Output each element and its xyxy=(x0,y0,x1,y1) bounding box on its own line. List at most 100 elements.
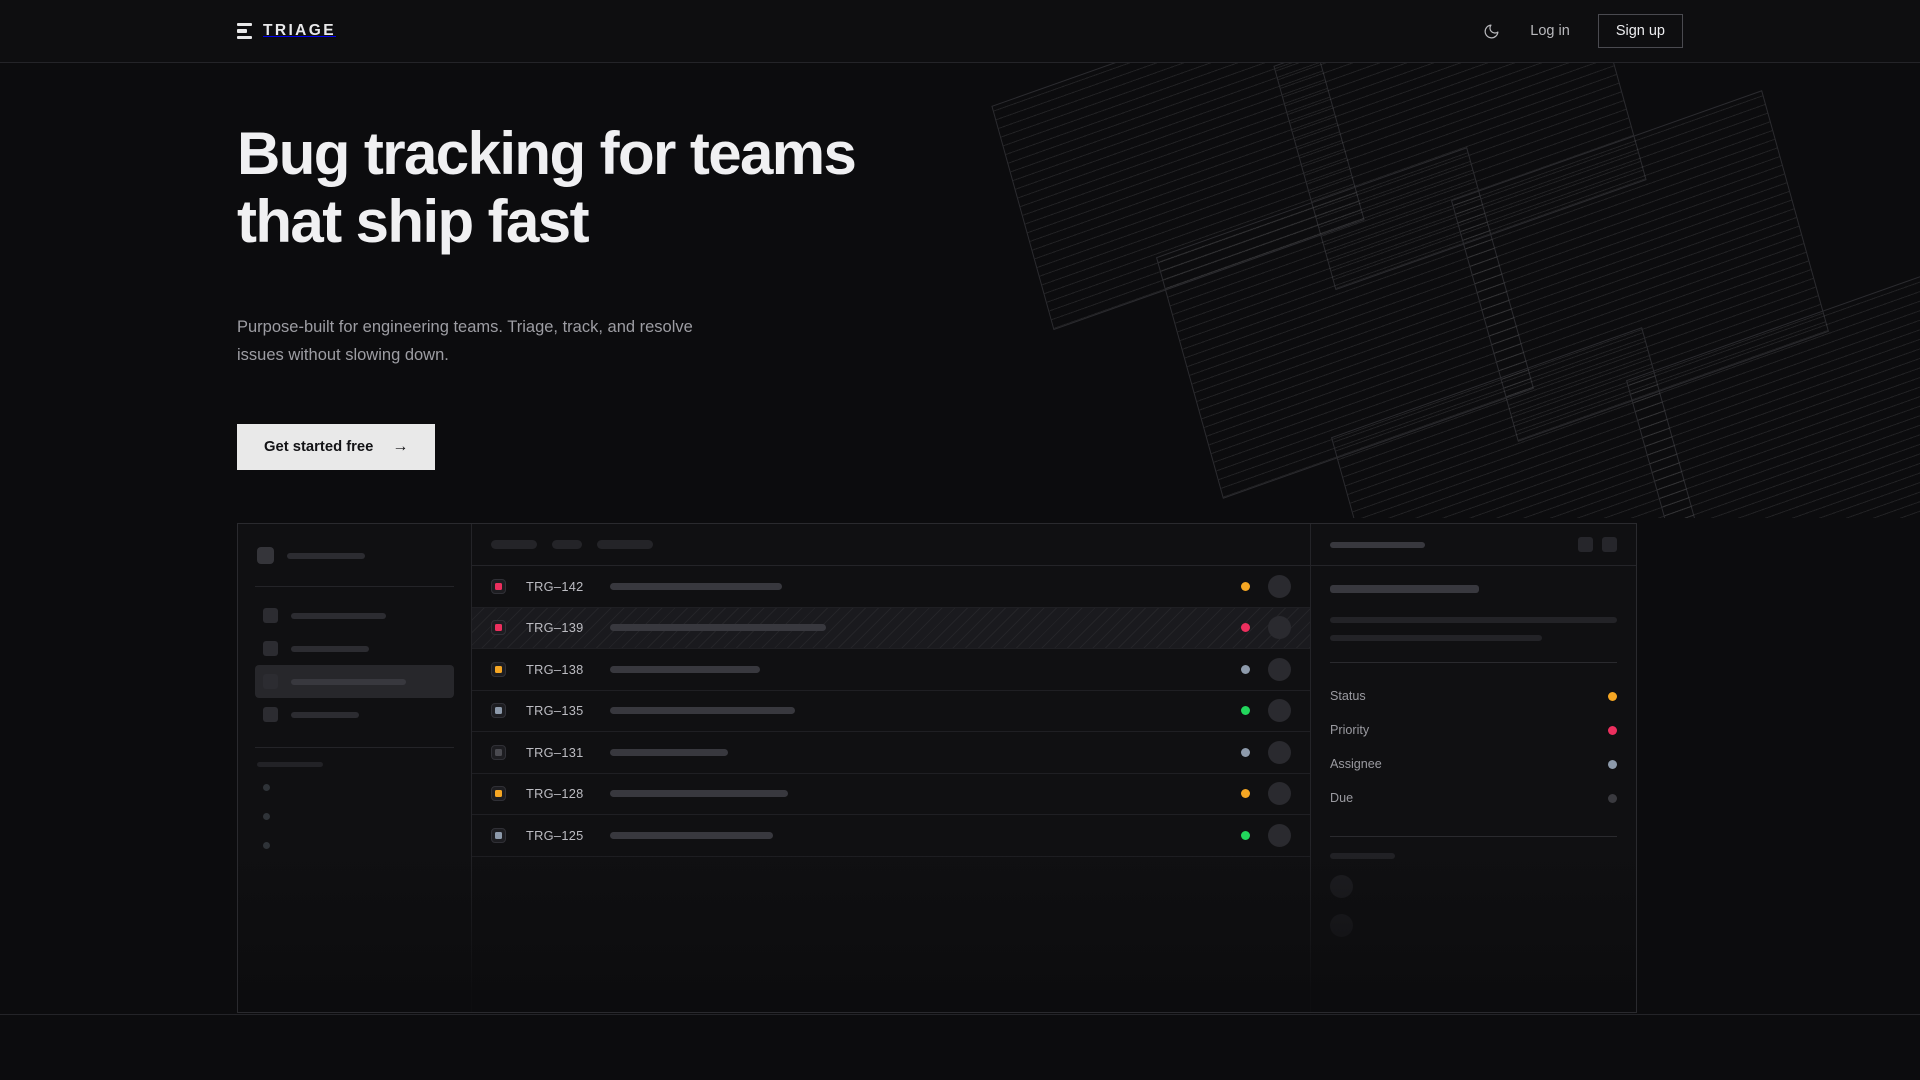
detail-meta-label: Assignee xyxy=(1330,757,1382,771)
avatar[interactable] xyxy=(1268,699,1291,723)
sidebar-item-label-skeleton xyxy=(291,612,386,619)
sidebar-sub-item-3[interactable] xyxy=(255,831,454,860)
workspace-switcher[interactable] xyxy=(255,541,454,570)
sidebar-sub-bullet-icon xyxy=(263,784,270,791)
site-header: TRIAGE Log in Sign up xyxy=(0,0,1920,63)
priority-icon[interactable] xyxy=(491,620,506,636)
status-badge[interactable] xyxy=(1241,623,1250,633)
sidebar-item-2[interactable] xyxy=(255,632,454,665)
issue-row[interactable]: TRG–142 xyxy=(472,566,1310,608)
sidebar-sub-bullet-icon xyxy=(263,842,270,849)
issue-row-meta xyxy=(1241,823,1291,847)
page-title: Bug tracking for teams that ship fast xyxy=(237,120,857,257)
issue-row[interactable]: TRG–125 xyxy=(472,815,1310,857)
detail-action-2-button[interactable] xyxy=(1602,537,1617,552)
status-badge[interactable] xyxy=(1241,664,1250,674)
activity-list xyxy=(1330,875,1617,937)
signup-button[interactable]: Sign up xyxy=(1597,14,1683,48)
priority-icon[interactable] xyxy=(491,661,506,677)
priority-swatch xyxy=(495,748,502,756)
status-badge[interactable] xyxy=(1241,581,1250,591)
sidebar-item-icon xyxy=(263,707,278,722)
sidebar-sub-item-2[interactable] xyxy=(255,802,454,831)
activity-avatar[interactable] xyxy=(1330,875,1353,898)
avatar[interactable] xyxy=(1268,823,1291,847)
issue-row-meta xyxy=(1241,699,1291,723)
issue-title-skeleton xyxy=(610,707,795,715)
sidebar-sub-bullet-icon xyxy=(263,813,270,820)
avatar[interactable] xyxy=(1268,782,1291,806)
sidebar-sub-item-1[interactable] xyxy=(255,773,454,802)
priority-swatch xyxy=(495,624,502,632)
moon-icon[interactable] xyxy=(1480,20,1502,42)
detail-description-skeletons xyxy=(1330,585,1617,641)
sidebar-item-3[interactable] xyxy=(255,665,454,698)
login-link[interactable]: Log in xyxy=(1530,23,1570,39)
issue-row[interactable]: TRG–139 xyxy=(472,607,1310,649)
toolbar-chip-2[interactable] xyxy=(552,540,582,549)
detail-meta-row[interactable]: Priority xyxy=(1330,713,1617,747)
toolbar-chip-1[interactable] xyxy=(491,540,537,549)
avatar[interactable] xyxy=(1268,657,1291,681)
issue-row[interactable]: TRG–131 xyxy=(472,732,1310,774)
sidebar-item-1[interactable] xyxy=(255,599,454,632)
detail-meta-row[interactable]: Status xyxy=(1330,679,1617,713)
detail-meta-row[interactable]: Assignee xyxy=(1330,747,1617,781)
sidebar-item-icon xyxy=(263,674,278,689)
priority-icon[interactable] xyxy=(491,827,506,843)
footer-divider xyxy=(0,1014,1920,1015)
detail-meta-value-dot xyxy=(1608,691,1617,701)
issue-row[interactable]: TRG–128 xyxy=(472,774,1310,815)
decor-panel-2 xyxy=(1273,63,1647,291)
detail-title-skeleton xyxy=(1330,541,1425,548)
detail-meta-row[interactable]: Due xyxy=(1330,781,1617,815)
priority-swatch xyxy=(495,790,502,798)
avatar[interactable] xyxy=(1268,574,1291,598)
issue-id: TRG–125 xyxy=(526,827,584,843)
header-nav: Log in Sign up xyxy=(1480,14,1683,48)
status-badge[interactable] xyxy=(1241,789,1250,799)
toolbar-chip-3[interactable] xyxy=(597,540,653,549)
status-badge[interactable] xyxy=(1241,706,1250,716)
issue-id: TRG–138 xyxy=(526,661,584,677)
issue-row-meta xyxy=(1241,574,1291,598)
priority-icon[interactable] xyxy=(491,578,506,594)
priority-icon[interactable] xyxy=(491,744,506,760)
sidebar-item-label-skeleton xyxy=(291,711,359,718)
issue-row-meta xyxy=(1241,657,1291,681)
issue-row-meta xyxy=(1241,782,1291,806)
issue-title-skeleton xyxy=(610,582,782,590)
priority-icon[interactable] xyxy=(491,703,506,719)
issue-id: TRG–131 xyxy=(526,744,584,760)
decor-panel-4 xyxy=(1450,90,1830,442)
sidebar-nav xyxy=(255,599,454,731)
detail-heading-skeleton xyxy=(1330,585,1479,593)
detail-action-1-button[interactable] xyxy=(1578,537,1593,552)
status-badge[interactable] xyxy=(1241,830,1250,840)
sidebar-item-label-skeleton xyxy=(291,678,406,685)
issue-id: TRG–142 xyxy=(526,578,584,594)
brand-name: TRIAGE xyxy=(263,22,336,39)
avatar[interactable] xyxy=(1268,740,1291,764)
detail-description-line xyxy=(1330,617,1617,623)
issue-row[interactable]: TRG–135 xyxy=(472,691,1310,732)
priority-icon[interactable] xyxy=(491,786,506,802)
detail-meta-value-dot xyxy=(1608,759,1617,769)
decor-panel-1 xyxy=(991,63,1365,331)
issue-row-meta xyxy=(1241,616,1291,640)
avatar[interactable] xyxy=(1268,616,1291,640)
activity-avatar[interactable] xyxy=(1330,914,1353,937)
issue-id: TRG–139 xyxy=(526,620,584,636)
decor-panel-3 xyxy=(1155,147,1535,499)
issue-list-toolbar xyxy=(472,524,1310,566)
issue-row[interactable]: TRG–138 xyxy=(472,649,1310,691)
brand-logo[interactable]: TRIAGE xyxy=(237,22,336,40)
hero-heading-line-2: that ship fast xyxy=(237,188,590,256)
activity-section-label xyxy=(1330,853,1395,859)
sidebar-item-4[interactable] xyxy=(255,698,454,731)
priority-swatch xyxy=(495,831,502,839)
get-started-button[interactable]: Get started free → xyxy=(237,423,436,470)
status-badge[interactable] xyxy=(1241,747,1250,757)
